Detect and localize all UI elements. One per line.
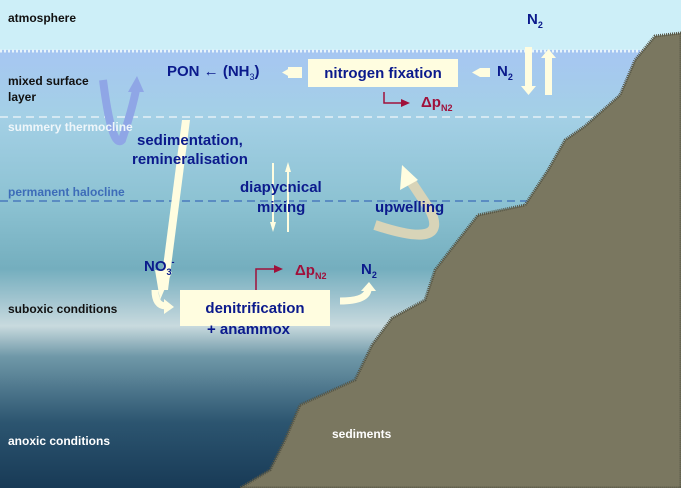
diapycnical-up-arrow [285, 162, 291, 232]
denitrification-box: denitrification [180, 290, 330, 326]
atmosphere-region [0, 0, 681, 50]
upwelling-arrow-head [400, 165, 418, 190]
denitrification-delta-arrowhead [274, 265, 283, 273]
nitrogen-fixation-box: nitrogen fixation [308, 59, 458, 87]
n2-atmosphere-label: N2 [527, 11, 543, 30]
denitrification-delta-arrow [255, 268, 275, 290]
nitrogen-fixation-label: nitrogen fixation [324, 64, 442, 82]
n2-deep-label: N2 [361, 261, 377, 280]
sedimentation-arrow-shaft [160, 120, 190, 290]
n2-surface-label: N2 [497, 63, 513, 82]
sedimentation-label: sedimentation, [137, 132, 243, 149]
delta-pn2-fixation-label: ΔpN2 [421, 94, 453, 113]
n2-to-fixation-arrow [472, 68, 490, 77]
no3-arrowhead [164, 299, 174, 314]
mixed-surface-layer-label: mixed surface layer [8, 74, 89, 104]
diapycnical-down-arrow [270, 163, 276, 232]
denitrification-to-n2-arrow [339, 288, 372, 305]
n2-arrowhead [361, 282, 376, 291]
sediments-label: sediments [332, 427, 392, 441]
mixing-loop-arrow [99, 79, 140, 146]
no3-label: NO3- [144, 257, 175, 277]
remineralisation-label: remineralisation [132, 151, 248, 168]
anammox-label: + anammox [207, 321, 290, 338]
anoxic-conditions-label: anoxic conditions [8, 434, 111, 448]
mixing-arrow-head [128, 76, 144, 92]
fixation-delta-arrowhead [401, 99, 410, 107]
n2-down-arrow [521, 47, 536, 95]
upwelling-arrow [373, 177, 440, 240]
n2-up-arrow [541, 49, 556, 95]
denitrification-label: denitrification [205, 299, 305, 317]
suboxic-conditions-label: suboxic conditions [8, 302, 118, 316]
fixation-arrow-body [288, 67, 302, 78]
upwelling-label: upwelling [375, 199, 445, 216]
diapycnical-label: diapycnical [240, 179, 322, 196]
permanent-halocline-label: permanent halocline [8, 185, 125, 199]
fixation-delta-arrow [383, 92, 402, 104]
sediment-slope [237, 31, 681, 488]
summery-thermocline-label: summery thermocline [8, 120, 133, 134]
delta-pn2-denitrification-label: ΔpN2 [295, 262, 327, 281]
mixing-label: mixing [257, 199, 306, 216]
atmosphere-label: atmosphere [8, 11, 77, 25]
pon-nh3-label: PON ← (NH3) [167, 63, 260, 82]
sedimentation-arrow-head [155, 270, 172, 300]
